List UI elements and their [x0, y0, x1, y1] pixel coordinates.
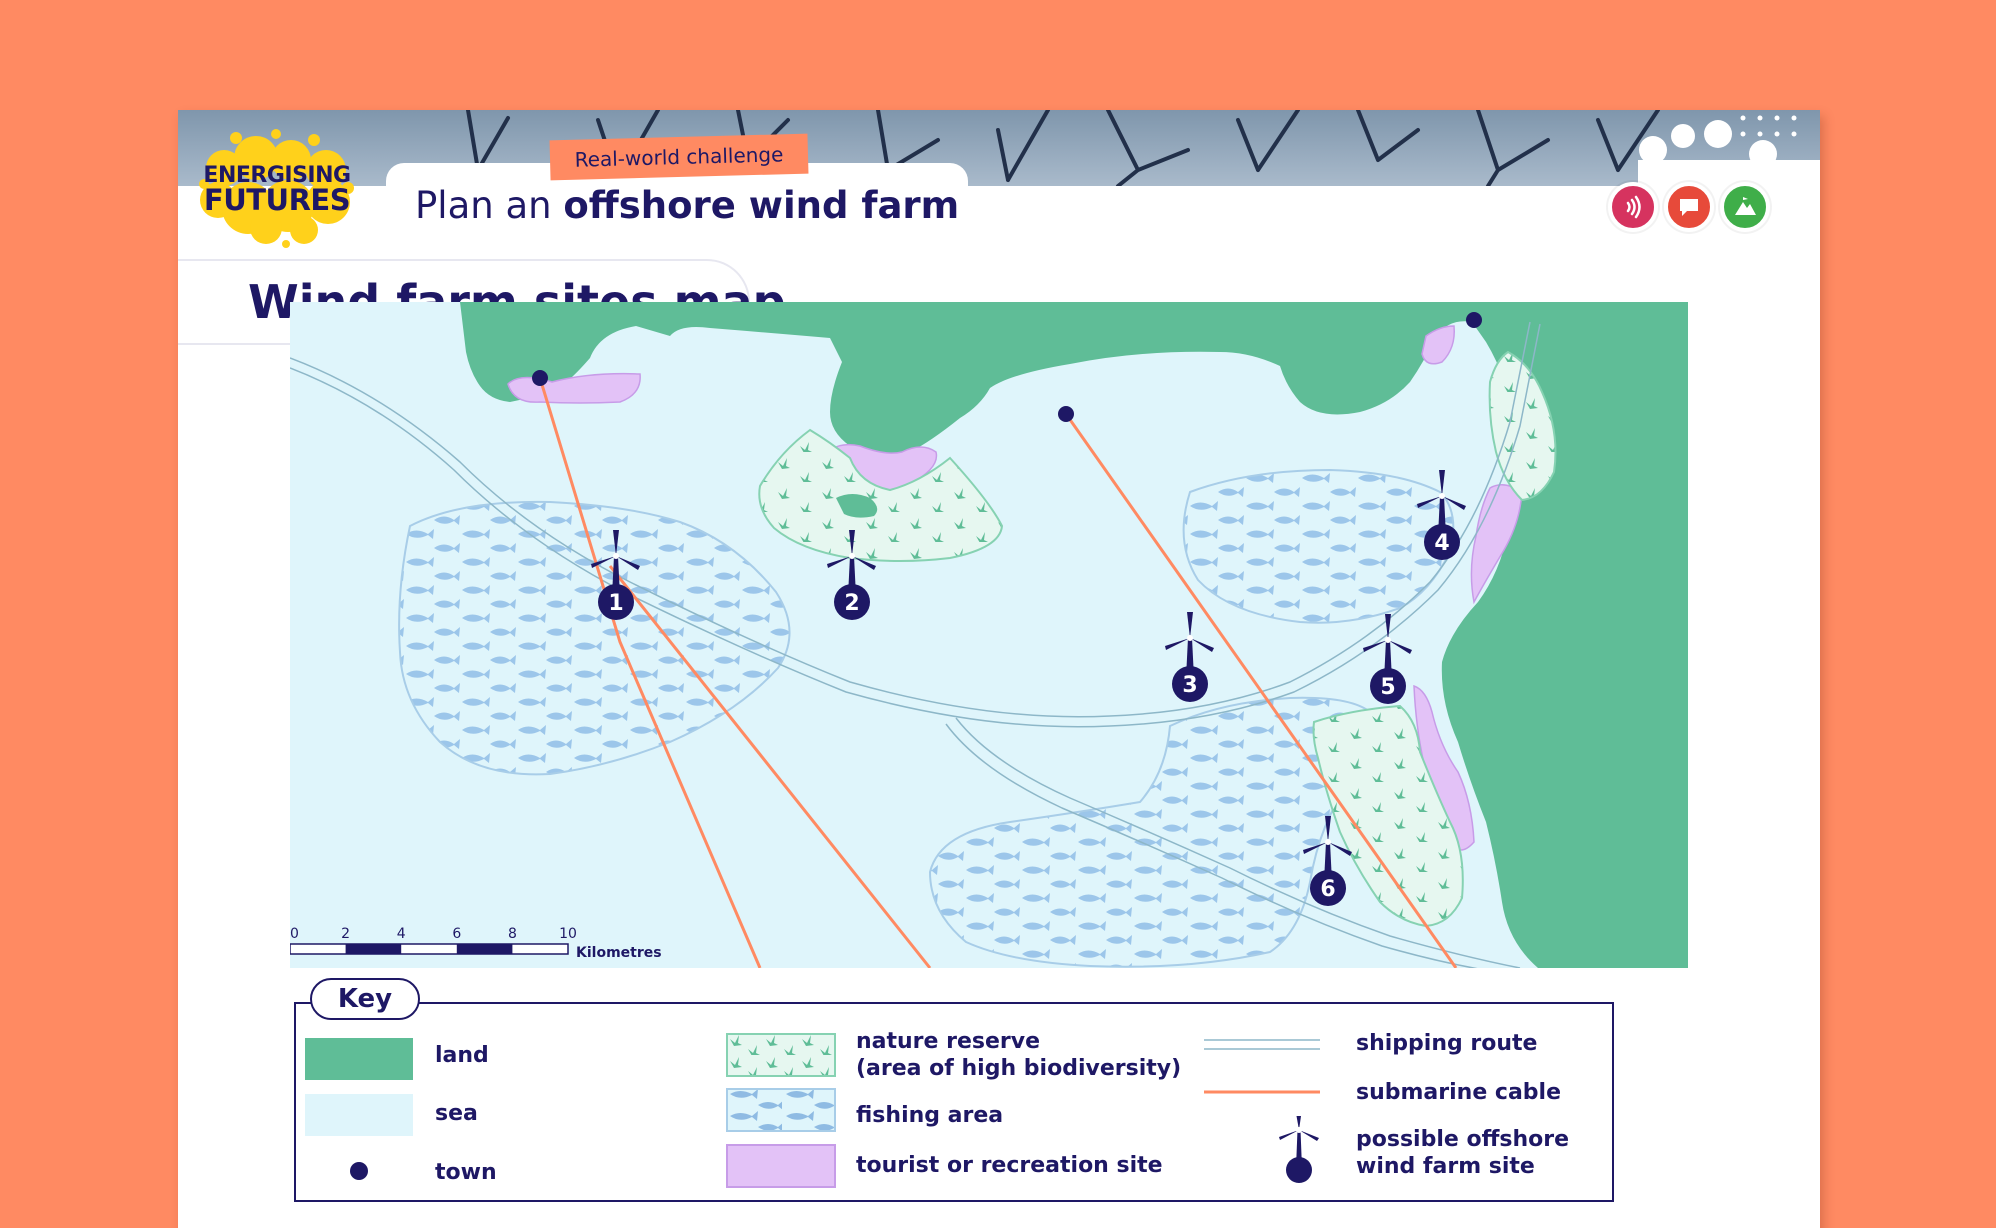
speech-bubble-icon [1680, 199, 1698, 216]
wind-farm-site-3: 3 [1165, 612, 1214, 702]
key-reserve-line2: (area of high biodiversity) [856, 1056, 1182, 1081]
logo-text: ENERGISING FUTURES [202, 163, 352, 217]
submarine-cable-swatch [1204, 1090, 1320, 1094]
key-shipping-label: shipping route [1356, 1031, 1538, 1056]
key-site-line1: possible offshore [1356, 1127, 1570, 1152]
nature-reserves [758, 350, 1557, 928]
key-site-label: possible offshore wind farm site [1356, 1126, 1569, 1180]
listening-badge [1608, 182, 1658, 232]
map-key [294, 1002, 1614, 1202]
town-swatch [350, 1162, 368, 1180]
nature-reserve-swatch [726, 1033, 836, 1077]
site-number-label: 3 [1182, 673, 1197, 698]
reserve-patch [836, 494, 878, 518]
key-cable-label: submarine cable [1356, 1080, 1562, 1105]
energising-futures-logo [199, 129, 354, 248]
sea-swatch [305, 1094, 413, 1136]
scale-tick-label: 10 [559, 926, 577, 942]
wind-farm-sites: 1 2 3 4 5 6 [591, 470, 1466, 906]
scale-unit-label: Kilometres [576, 945, 662, 961]
wind-farm-site-5: 5 [1363, 614, 1412, 704]
key-tourist-label: tourist or recreation site [856, 1153, 1163, 1178]
page-title-bold: offshore wind farm [563, 184, 960, 227]
fishing-area-swatch [726, 1088, 836, 1132]
key-fishing-label: fishing area [856, 1103, 1004, 1128]
key-site-line2: wind farm site [1356, 1154, 1535, 1179]
logo-line2: FUTURES [203, 183, 351, 217]
site-number-label: 4 [1434, 531, 1449, 556]
towns [532, 312, 1482, 422]
page-title: Plan an offshore wind farm [415, 184, 959, 227]
key-land-label: land [435, 1043, 489, 1068]
skill-badges [1608, 182, 1770, 232]
key-sea-label: sea [435, 1101, 478, 1126]
key-town-label: town [435, 1160, 497, 1185]
wind-turbine-icon [1279, 1116, 1319, 1183]
site-number-label: 5 [1380, 675, 1395, 700]
tourist-site-swatch [726, 1144, 836, 1188]
scale-tick-label: 0 [290, 926, 299, 942]
submarine-cables [538, 377, 1458, 968]
speaking-badge [1664, 182, 1714, 232]
aiming-high-badge [1720, 182, 1770, 232]
scale-tick-label: 4 [397, 926, 406, 942]
shipping-route-swatch [1204, 1039, 1320, 1050]
wind-farm-site-1: 1 [591, 530, 640, 620]
key-reserve-label: nature reserve (area of high biodiversit… [856, 1028, 1181, 1082]
wind-farm-site-2: 2 [827, 530, 876, 620]
sound-waves-icon [1626, 195, 1641, 219]
land-areas [460, 302, 1688, 968]
key-title: Key [310, 978, 420, 1020]
site-number-label: 6 [1320, 877, 1335, 902]
land-swatch [305, 1038, 413, 1080]
scale-tick-label: 2 [341, 926, 350, 942]
logo-line1: ENERGISING [203, 163, 351, 188]
key-reserve-line1: nature reserve [856, 1029, 1041, 1054]
scale-tick-label: 6 [452, 926, 461, 942]
mountain-icon [1735, 197, 1756, 215]
site-number-label: 2 [844, 591, 859, 616]
wind-farm-site-6: 6 [1303, 816, 1352, 906]
shipping-routes [290, 321, 1541, 968]
scale-tick-label: 8 [508, 926, 517, 942]
site-number-label: 1 [608, 591, 623, 616]
challenge-tag: Real-world challenge [549, 133, 809, 181]
wind-farm-site-4: 4 [1417, 470, 1466, 560]
page-title-regular: Plan an [415, 184, 564, 227]
